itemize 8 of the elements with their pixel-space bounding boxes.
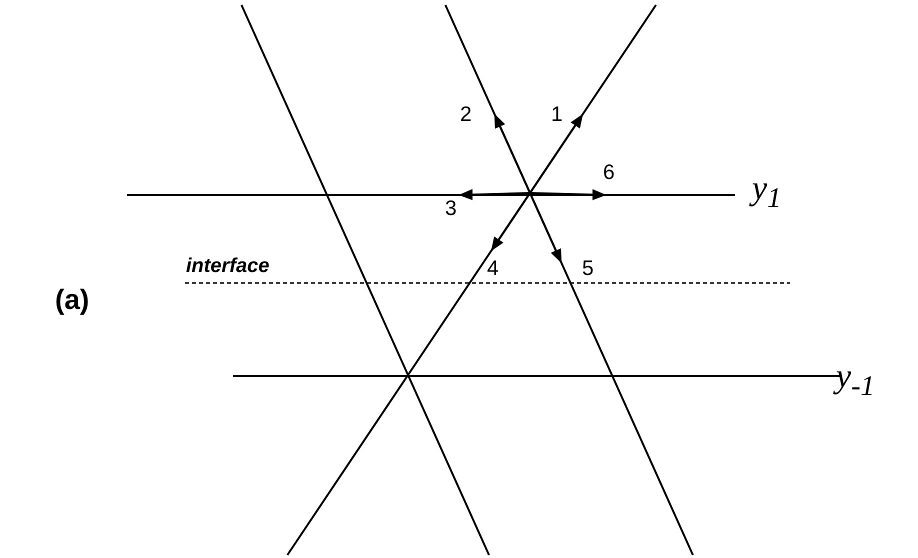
direction-number: 1 — [551, 104, 563, 125]
direction-number: 3 — [445, 198, 457, 219]
direction-number: 6 — [603, 162, 615, 183]
direction-number: 2 — [460, 104, 472, 125]
direction-number: 5 — [582, 258, 594, 279]
region-label: interface — [186, 256, 270, 276]
direction-number: 4 — [487, 258, 499, 279]
panel-label: (a) — [55, 286, 90, 314]
